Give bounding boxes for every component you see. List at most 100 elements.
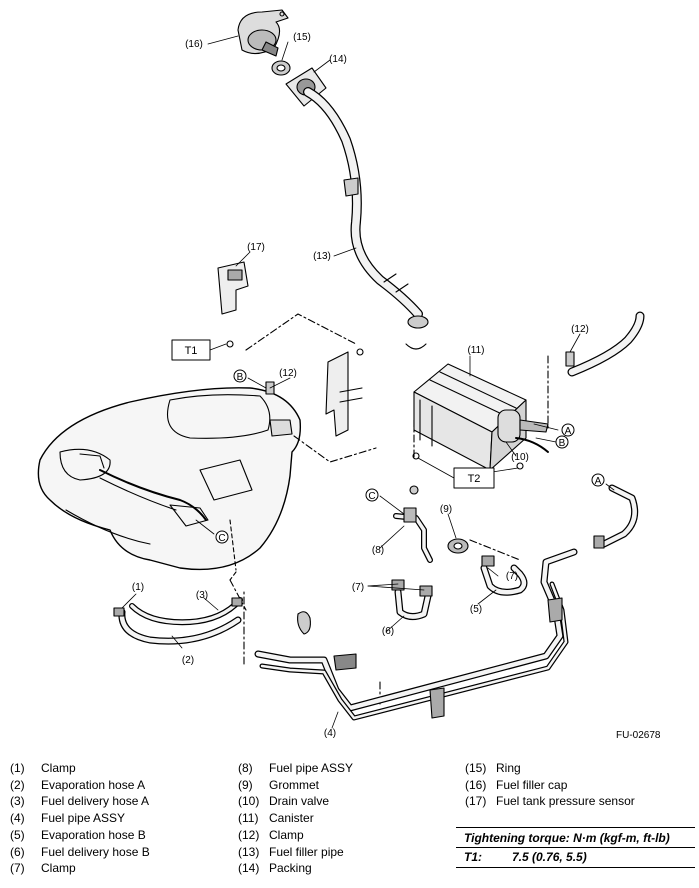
callout-7-left: (7)	[352, 582, 364, 593]
callout-10: (10)	[511, 452, 529, 463]
legend-num: (1)	[10, 761, 25, 775]
marker-a2: A	[595, 476, 602, 487]
legend-label: Evaporation hose B	[41, 827, 146, 842]
legend-label: Grommet	[269, 777, 320, 792]
legend-label: Canister	[269, 811, 314, 826]
torque-value: 7.5 (0.76, 5.5)	[512, 850, 587, 864]
legend-label: Ring	[496, 761, 521, 775]
figure-code: FU-02678	[616, 730, 661, 741]
ring	[271, 60, 291, 76]
marker-c2: C	[218, 533, 225, 544]
legend-num: (12)	[238, 827, 260, 842]
legend-label: Clamp	[41, 861, 76, 876]
legend-column-3: (15) Ring (16) Fuel filler cap (17) Fuel ta…	[465, 760, 635, 810]
legend-item: (8) Fuel pipe ASSY	[238, 760, 353, 777]
legend-num: (3)	[10, 794, 25, 809]
legend-label: Evaporation hose A	[41, 777, 146, 792]
legend-label: Clamp	[41, 761, 76, 775]
legend-num: (11)	[238, 811, 259, 826]
legend-num: (9)	[238, 777, 253, 792]
packing	[285, 67, 327, 107]
marker-circle-a1	[561, 423, 575, 437]
callout-8: (8)	[372, 545, 384, 556]
torque-row-t1: T1: 7.5 (0.76, 5.5)	[456, 848, 695, 868]
legend-num: (17)	[465, 794, 487, 809]
callout-16: (16)	[185, 39, 203, 50]
legend-item: (1) Clamp	[10, 760, 150, 777]
t2-box-label: T2	[468, 473, 481, 485]
t1-box-label: T1	[185, 345, 198, 357]
legend-num: (4)	[10, 811, 25, 826]
leader-lines	[121, 35, 615, 729]
callout-12-right: (12)	[571, 324, 589, 335]
callout-5: (5)	[470, 604, 482, 615]
legend-label: Clamp	[269, 827, 304, 842]
fuel-pipe-assy-small	[393, 485, 433, 563]
legend-label: Packing	[269, 861, 312, 876]
legend-item: (7) Clamp	[10, 860, 150, 877]
legend-item: (5) Evaporation hose B	[10, 827, 150, 844]
legend-label: Fuel filler pipe	[269, 844, 344, 859]
marker-a1: A	[565, 426, 572, 437]
marker-b2: B	[559, 438, 566, 449]
marker-b1: B	[237, 372, 244, 383]
evaporation-hose-b	[391, 555, 528, 621]
legend-item: (12) Clamp	[238, 827, 353, 844]
legend-label: Fuel delivery hose A	[41, 794, 150, 809]
legend-label: Drain valve	[269, 794, 330, 809]
callout-9: (9)	[440, 504, 452, 515]
legend-num: (16)	[465, 777, 487, 792]
t1-box	[171, 339, 211, 361]
evaporation-hose-a	[113, 597, 243, 645]
fuel-tank	[37, 387, 302, 581]
marker-circle-b2	[555, 435, 569, 449]
fuel-filler-cap	[237, 9, 289, 57]
legend-num: (6)	[10, 844, 25, 859]
legend-item: (11) Canister	[238, 810, 353, 827]
callout-6: (6)	[382, 626, 394, 637]
fuel-system-diagram: (16) (15) (14) (13) (17) (11) (12) (12) …	[37, 9, 645, 739]
marker-circle-c1	[365, 488, 379, 502]
legend-num: (8)	[238, 761, 253, 775]
legend-item: (3) Fuel delivery hose A	[10, 793, 150, 810]
legend-label: Fuel pipe ASSY	[41, 811, 126, 826]
legend-item: (6) Fuel delivery hose B	[10, 844, 150, 861]
legend-label: Fuel delivery hose B	[41, 844, 150, 859]
callout-7-right: (7)	[506, 571, 518, 582]
legend-num: (15)	[465, 761, 487, 775]
callout-14: (14)	[329, 54, 347, 65]
legend-label: Fuel pipe ASSY	[269, 761, 354, 775]
torque-heading: Tightening torque: N·m (kgf-m, ft-lb)	[456, 827, 695, 848]
callout-17: (17)	[247, 242, 265, 253]
callout-3: (3)	[196, 590, 208, 601]
legend-num: (2)	[10, 777, 25, 792]
callout-4: (4)	[324, 728, 336, 739]
legend-num: (7)	[10, 861, 25, 876]
legend-item: (4) Fuel pipe ASSY	[10, 810, 150, 827]
legend-label: Fuel tank pressure sensor	[496, 794, 635, 809]
legend-num: (10)	[238, 794, 260, 809]
torque-key: T1:	[464, 850, 482, 864]
legend-item: (9) Grommet	[238, 777, 353, 794]
grommet	[447, 538, 469, 554]
torque-table: Tightening torque: N·m (kgf-m, ft-lb) T1…	[456, 827, 695, 868]
legend-column-2: (8) Fuel pipe ASSY (9) Grommet (10) Drain v…	[238, 760, 353, 877]
legend-item: (17) Fuel tank pressure sensor	[465, 793, 635, 810]
callout-15: (15)	[293, 32, 311, 43]
legend-item: (13) Fuel filler pipe	[238, 844, 353, 861]
legend-item: (10) Drain valve	[238, 793, 353, 810]
vent-hose-a	[593, 484, 639, 549]
callout-1: (1)	[132, 582, 144, 593]
callout-2: (2)	[182, 655, 194, 666]
legend-item: (15) Ring	[465, 760, 635, 777]
legend-num: (14)	[238, 861, 260, 876]
legend-num: (5)	[10, 827, 25, 842]
callout-13: (13)	[313, 251, 331, 262]
marker-circle-b1	[233, 369, 247, 383]
callout-12-left: (12)	[279, 368, 297, 379]
marker-c1: C	[368, 491, 375, 502]
legend-label: Fuel filler cap	[496, 777, 568, 792]
legend-column-1: (1) Clamp (2) Evaporation hose A (3) Fuel d…	[10, 760, 150, 877]
fuel-tank-pressure-sensor	[217, 261, 249, 348]
legend-num: (13)	[238, 844, 260, 859]
